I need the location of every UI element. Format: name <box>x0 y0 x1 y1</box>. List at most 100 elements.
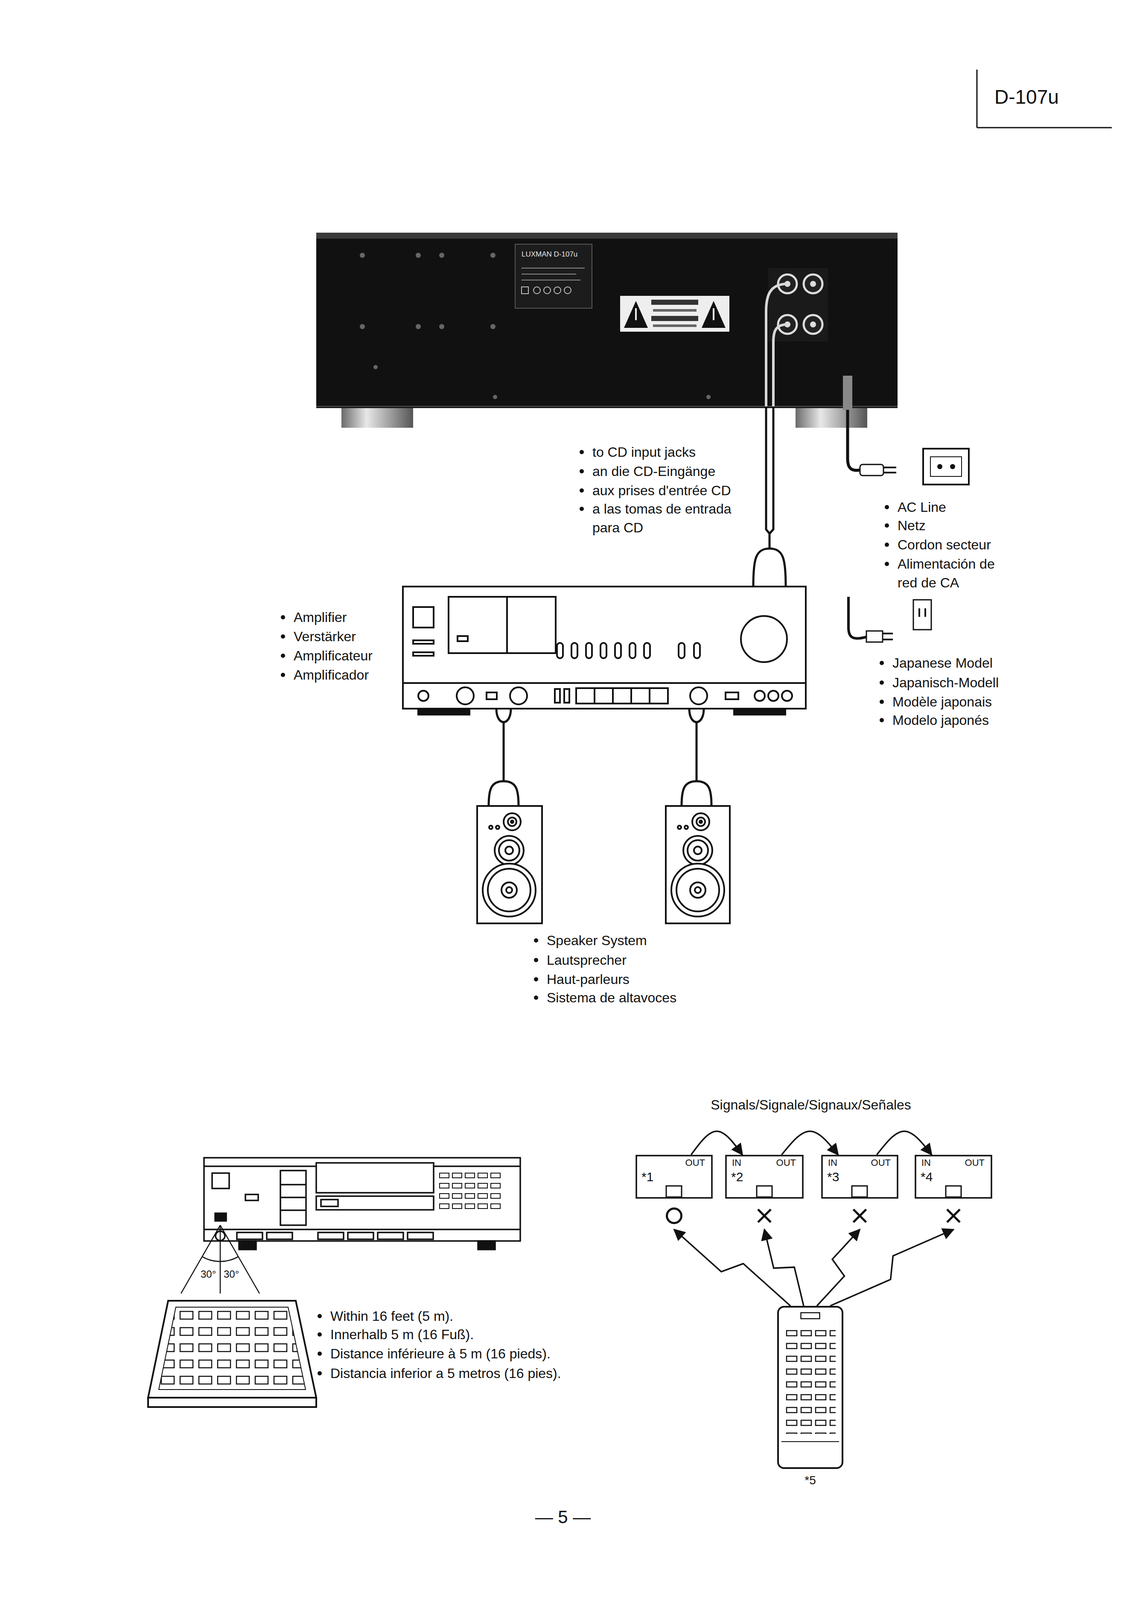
callout-number: *5 <box>777 1472 844 1488</box>
cross-mark <box>853 1209 867 1222</box>
remote-control: *5 <box>777 1305 844 1490</box>
cd-player-rear <box>784 280 817 328</box>
signal-cable <box>769 406 774 534</box>
power-plug <box>883 466 897 469</box>
cd-player-rear <box>564 286 572 294</box>
ir-signal-arrow <box>816 1229 860 1306</box>
speaker <box>507 817 517 826</box>
header-bracket <box>976 127 1112 129</box>
range-note-holder: Distance inférieure à 5 m (16 pieds). <box>330 1343 551 1363</box>
cd-player-rear <box>415 252 421 258</box>
part-name: Verstärker <box>293 626 356 646</box>
cd-player-rear <box>795 408 868 428</box>
speaker <box>477 805 543 924</box>
port-row: IN OUT <box>821 1154 899 1169</box>
remote-control <box>148 1397 317 1407</box>
power-note-holder: Netz <box>897 515 926 535</box>
model-note: Japanese Model <box>892 653 993 673</box>
remote-control <box>148 1300 317 1398</box>
cd-player-rear <box>492 394 498 400</box>
cd-player-rear <box>652 324 697 327</box>
cd-player-rear <box>651 299 699 305</box>
speaker-cable <box>503 781 519 806</box>
cd-player-rear <box>490 323 496 330</box>
cd-player-rear <box>521 273 577 275</box>
amplifier <box>630 687 633 704</box>
speaker <box>495 825 500 829</box>
cd-player-front <box>204 1157 521 1241</box>
cd-player-front <box>316 1162 434 1193</box>
model-note-holder: Modèle japonais <box>892 692 992 712</box>
amplifier <box>690 687 708 705</box>
cd-player-rear <box>359 323 365 330</box>
port-row: OUT <box>635 1154 713 1169</box>
amplifier <box>648 687 651 704</box>
speaker <box>494 835 524 865</box>
port-label: IN <box>921 1157 931 1169</box>
angle-lines <box>219 1224 222 1294</box>
amplifier <box>678 642 685 659</box>
cd-player-rear <box>543 286 551 294</box>
cd-player-rear <box>316 232 898 428</box>
signal-cable <box>766 406 770 549</box>
amplifier <box>629 642 636 659</box>
cd-player-front <box>245 1194 259 1201</box>
cd-player-rear <box>620 295 730 332</box>
amplifier <box>418 690 429 701</box>
cd-player-rear <box>803 314 823 334</box>
power-note: Alimentación de red de CA <box>897 554 1009 592</box>
ok-mark <box>667 1208 682 1223</box>
relay-arrow <box>876 1131 932 1155</box>
cd-player-rear <box>766 283 788 407</box>
power-plug-japan <box>882 638 893 641</box>
cd-player-front <box>407 1232 434 1239</box>
cd-player-rear <box>773 324 788 407</box>
cd-player-rear <box>706 394 711 400</box>
cd-player-front <box>377 1232 404 1239</box>
cd-player-rear <box>635 308 637 321</box>
speaker-cable <box>696 781 712 806</box>
callout-number: *1 <box>641 1168 713 1185</box>
section-heading: Signals/Signale/Signaux/Señales <box>710 1095 912 1114</box>
remote-body <box>778 1306 843 1468</box>
speaker <box>693 846 702 855</box>
connection-note-holder: a las tomas de entrada para CD <box>592 499 757 537</box>
port-label: IN <box>827 1157 838 1169</box>
power-plug <box>950 463 956 470</box>
cd-player-front <box>204 1228 521 1231</box>
cd-player-rear <box>521 267 585 269</box>
port-label: OUT <box>871 1157 891 1169</box>
power-plug <box>923 448 969 485</box>
amplifier <box>593 687 596 704</box>
speaker-cable <box>488 781 504 806</box>
speaker <box>694 886 701 893</box>
cd-player-rear <box>373 364 378 370</box>
amplifier <box>754 690 765 701</box>
part-name: Amplificateur <box>293 646 373 665</box>
cd-player-rear <box>623 300 648 328</box>
part-name-holder: Lautsprecher <box>546 950 627 970</box>
power-note: AC Line <box>897 497 947 517</box>
speaker <box>506 886 513 893</box>
connection-note: an die CD-Eingänge <box>592 461 716 481</box>
amplifier <box>506 596 508 653</box>
speaker <box>690 882 706 898</box>
angle-label: 30° <box>200 1266 216 1281</box>
cd-player-front <box>239 1240 257 1250</box>
cd-player-rear <box>533 286 541 294</box>
speaker <box>510 820 514 823</box>
sensor-window <box>666 1185 682 1197</box>
power-plug <box>883 471 897 474</box>
speaker <box>699 820 703 823</box>
cd-player-front <box>280 1209 307 1211</box>
part-name-holder: Sistema de altavoces <box>546 988 677 1007</box>
range-note: Distance inférieure à 5 m (16 pieds). <box>330 1343 551 1363</box>
power-plug-japan <box>918 608 921 617</box>
port-row: INOUT <box>914 1154 993 1169</box>
cd-player-rear <box>415 323 421 330</box>
amplifier <box>781 690 793 701</box>
sensor-window <box>945 1185 962 1197</box>
page-number: — 5 — <box>535 1504 592 1530</box>
part-name-holder: Amplificador <box>293 665 369 685</box>
connection-note: a las tomas de entrada para CD <box>592 499 757 537</box>
